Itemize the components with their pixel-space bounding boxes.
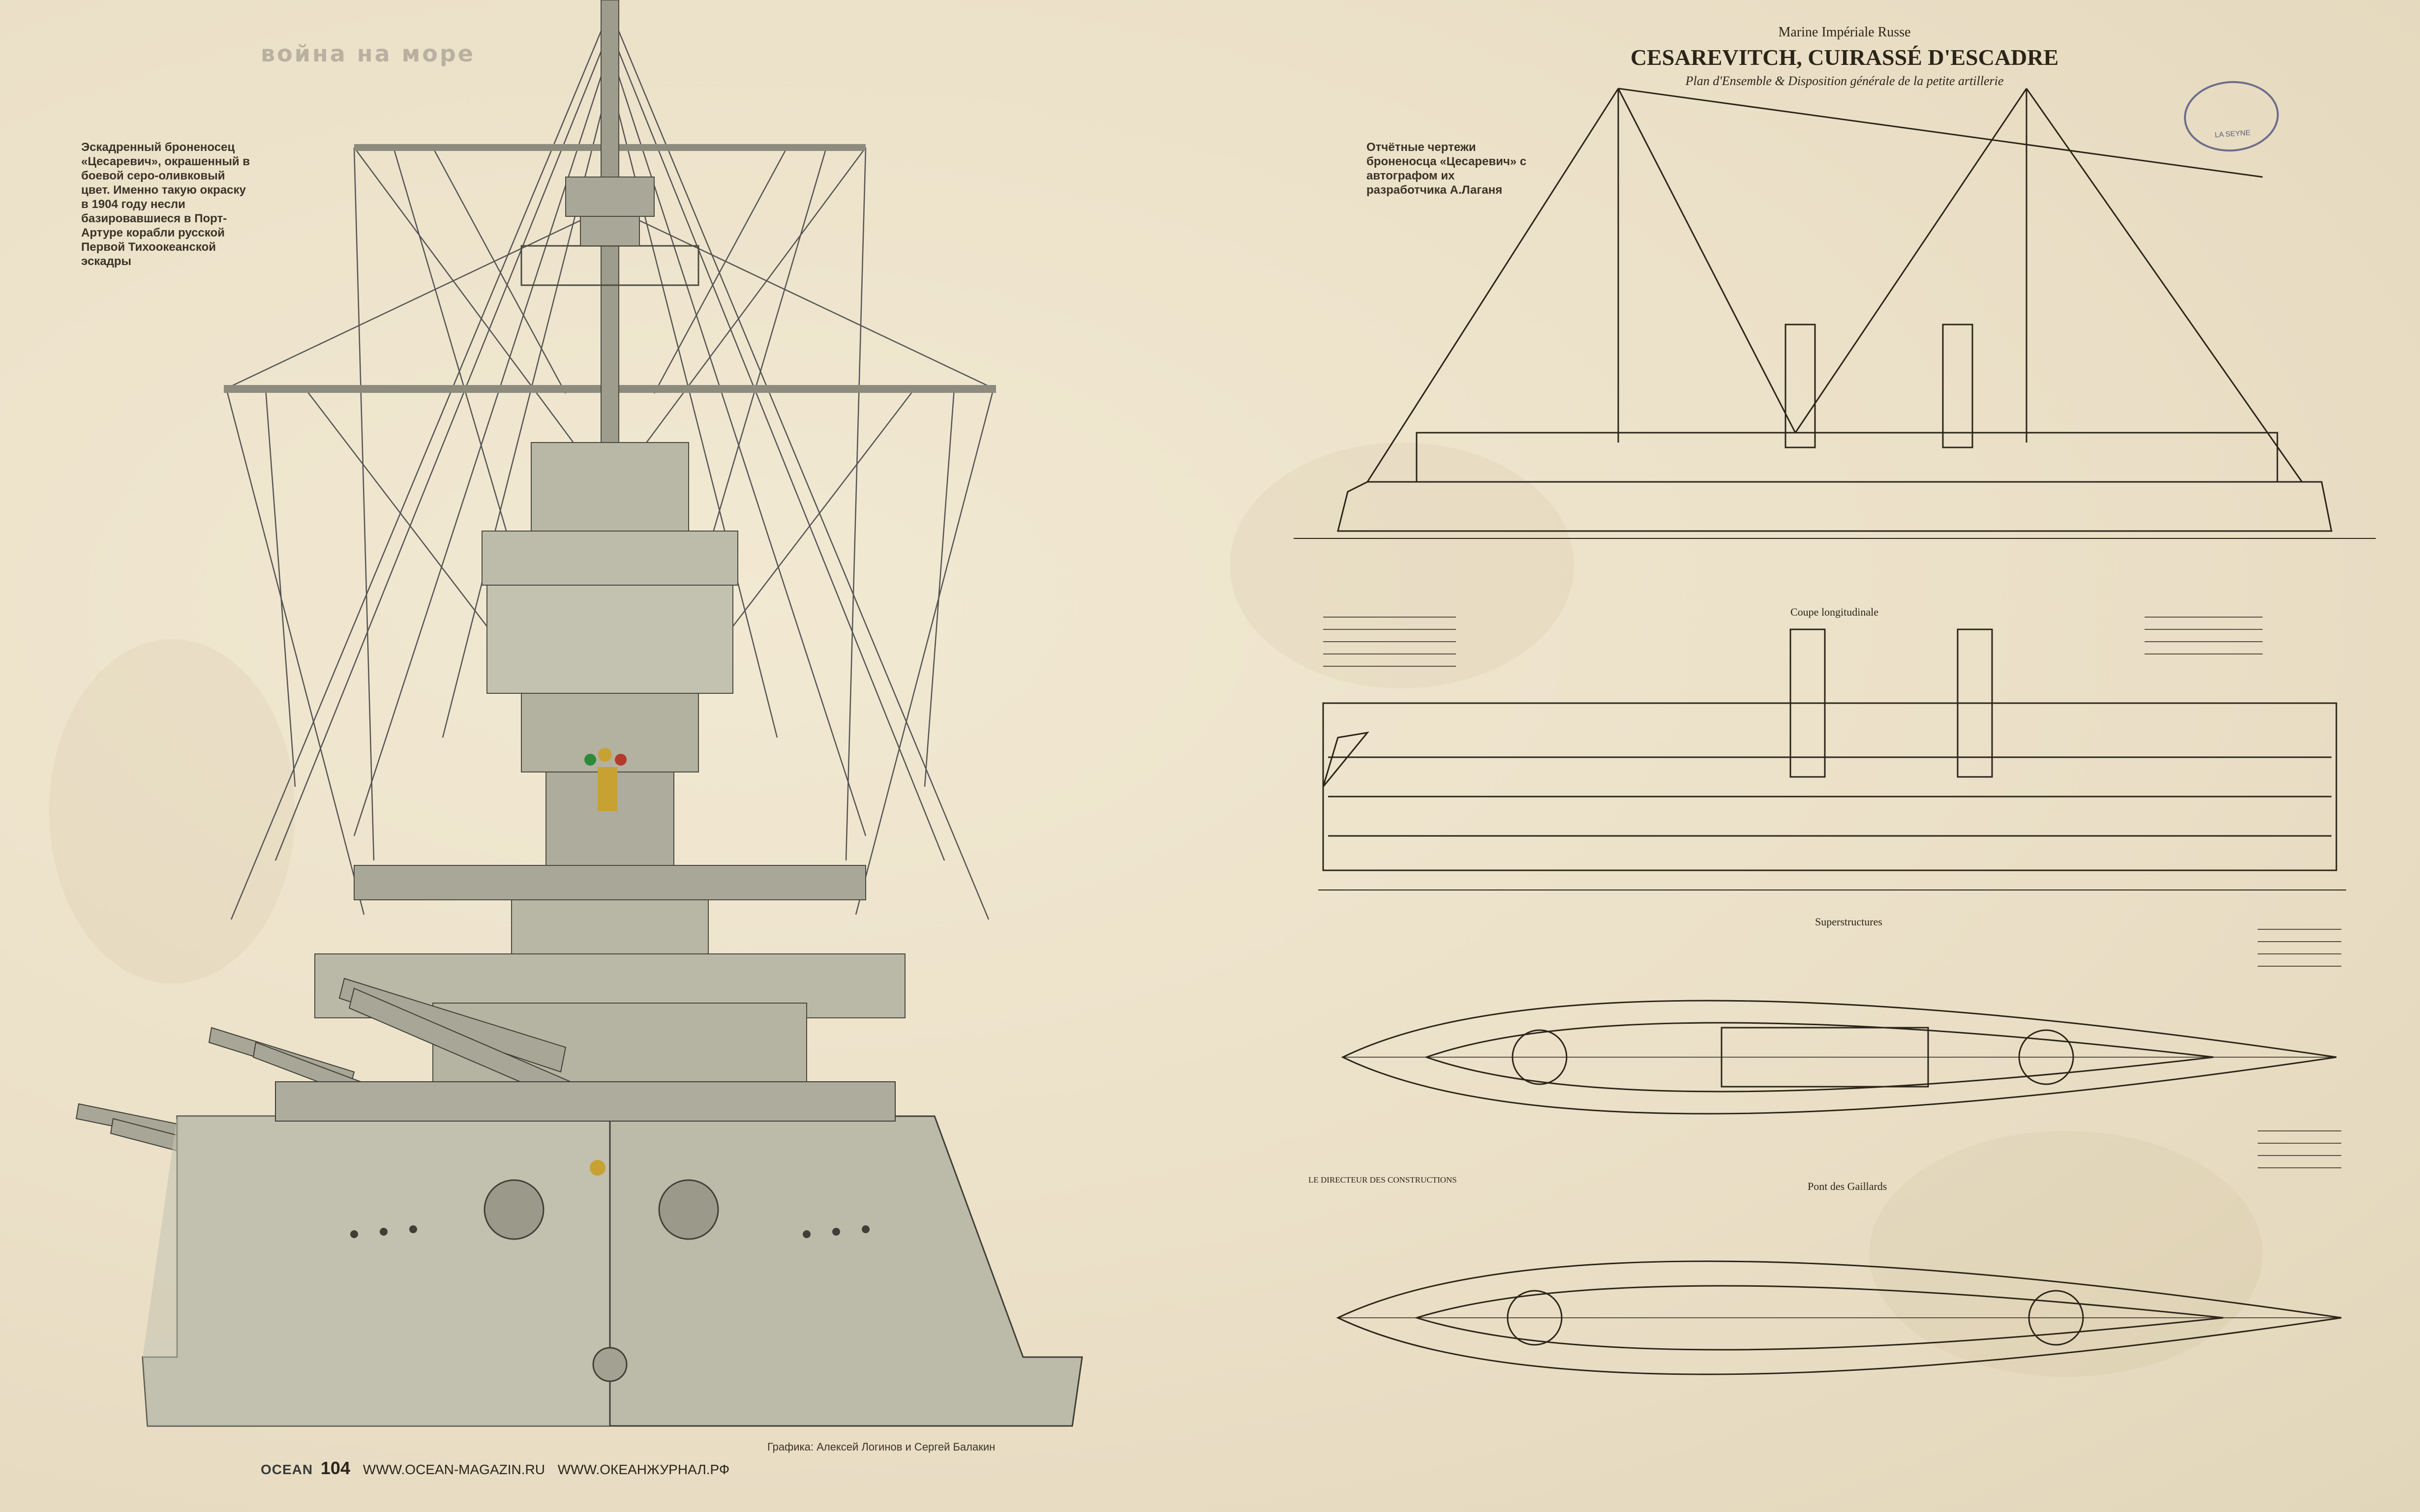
forecastle-label: Pont des Gaillards bbox=[1808, 1180, 1887, 1192]
paper-stain bbox=[1869, 1131, 2263, 1377]
illustration-caption: Эскадренный броненосец «Цесаревич», окра… bbox=[81, 141, 250, 268]
paper-stain bbox=[1230, 443, 1574, 688]
hawse-hole bbox=[592, 1347, 628, 1382]
superstructures-label: Superstructures bbox=[1815, 916, 1882, 928]
superstructures-plan bbox=[1341, 1000, 2337, 1115]
forecastle-plan bbox=[1336, 1260, 2342, 1375]
blueprint-subtitle: Plan d'Ensemble & Disposition générale d… bbox=[1685, 74, 2004, 88]
stamp-text: LA SEYNE bbox=[2214, 128, 2251, 140]
side-elevation bbox=[1294, 88, 2376, 539]
bow-crest bbox=[590, 1160, 605, 1176]
magazine-logo: OCEAN bbox=[261, 1462, 313, 1477]
section-label: война на море bbox=[261, 40, 475, 67]
blueprint-caption: Отчётные чертежи броненосца «Цесаревич» … bbox=[1366, 141, 1527, 197]
longitudinal-section-label: Coupe longitudinale bbox=[1790, 606, 1879, 618]
rigging-lines bbox=[225, 9, 995, 920]
paper-stain bbox=[49, 639, 295, 983]
blueprint-legend bbox=[1323, 617, 2341, 1168]
graphics-credit: Графика: Алексей Логинов и Сергей Балаки… bbox=[767, 1441, 996, 1453]
website-link[interactable]: WWW.OCEAN-MAGAZIN.RU bbox=[363, 1462, 545, 1477]
blueprint-title: CESAREVITCH, CUIRASSÉ D'ESCADRE bbox=[1630, 45, 2059, 70]
signature-block: LE DIRECTEUR DES CONSTRUCTIONS bbox=[1308, 1175, 1457, 1185]
website-link-cyrillic[interactable]: WWW.ОКЕАНЖУРНАЛ.РФ bbox=[557, 1462, 730, 1477]
main-guns bbox=[338, 978, 572, 1102]
longitudinal-section bbox=[1318, 628, 2346, 890]
mast bbox=[601, 0, 619, 502]
page-footer: OCEAN 104 WWW.OCEAN-MAGAZIN.RU WWW.ОКЕАН… bbox=[261, 1458, 729, 1479]
blueprint-header-line: Marine Impériale Russe bbox=[1778, 25, 1911, 40]
bridge-deck bbox=[354, 865, 866, 900]
page-number: 104 bbox=[320, 1458, 350, 1478]
